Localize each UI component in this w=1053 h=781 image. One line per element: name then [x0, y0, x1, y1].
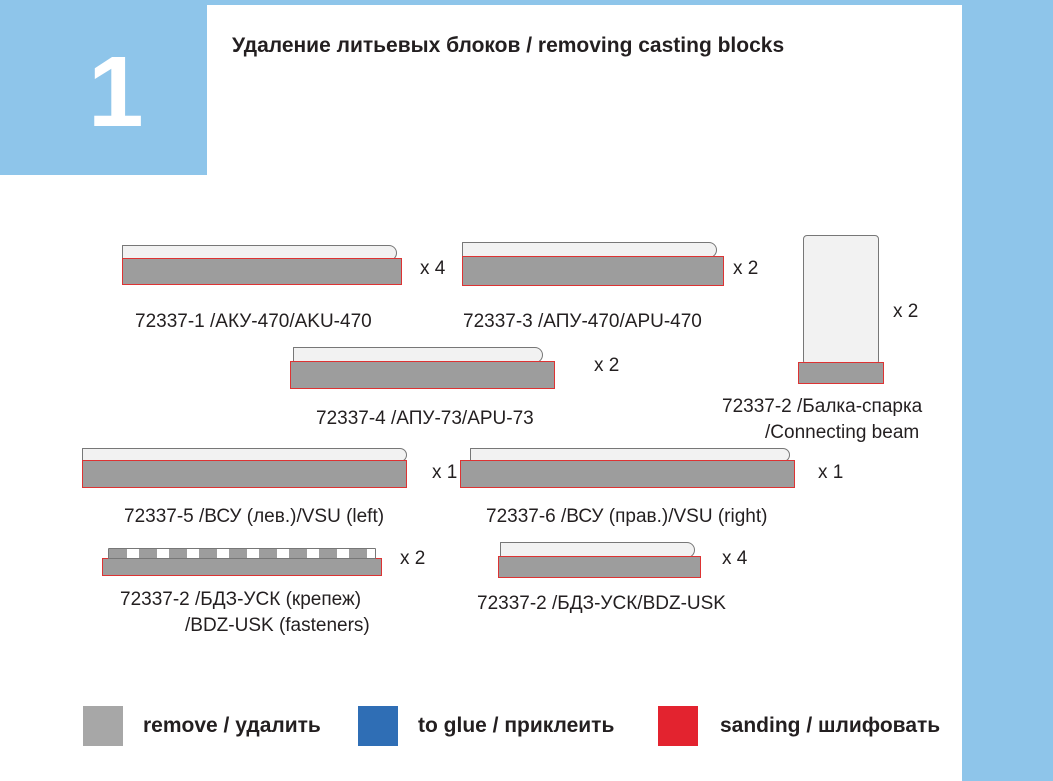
part-label: 72337-4 /АПУ-73/APU-73 [316, 408, 534, 429]
step-title: Удаление литьевых блоков / removing cast… [232, 34, 785, 57]
part-label: 72337-2 /БДЗ-УСК (крепеж) [120, 589, 362, 610]
part-label-line2: /Connecting beam [765, 422, 920, 443]
legend-swatch-remove [83, 706, 123, 746]
part-label: 72337-5 /ВСУ (лев.)/VSU (left) [124, 506, 385, 527]
part-label: 72337-2 /Балка-спарка [722, 396, 923, 417]
step-number-box: 1 [0, 5, 207, 175]
legend-label-remove: remove / удалить [143, 714, 321, 737]
part-qty: x 2 [594, 355, 620, 376]
part-qty: x 2 [893, 301, 919, 322]
part-label: 72337-6 /ВСУ (прав.)/VSU (right) [486, 506, 768, 527]
part-label: 72337-2 /БДЗ-УСК/BDZ-USK [477, 593, 726, 614]
part-label: 72337-3 /АПУ-470/APU-470 [463, 311, 702, 332]
legend-swatch-glue [358, 706, 398, 746]
part-label-line2: /BDZ-USK (fasteners) [185, 615, 370, 636]
legend-label-glue: to glue / приклеить [418, 714, 615, 737]
part-qty: x 1 [818, 462, 844, 483]
part-qty: x 2 [733, 258, 759, 279]
part-qty: x 4 [722, 548, 748, 569]
part-qty: x 1 [432, 462, 458, 483]
part-label: 72337-1 /АКУ-470/AKU-470 [135, 311, 372, 332]
part-qty: x 2 [400, 548, 426, 569]
part-qty: x 4 [420, 258, 446, 279]
legend-swatch-sanding [658, 706, 698, 746]
step-number: 1 [88, 36, 144, 148]
legend-label-sanding: sanding / шлифовать [720, 714, 941, 737]
